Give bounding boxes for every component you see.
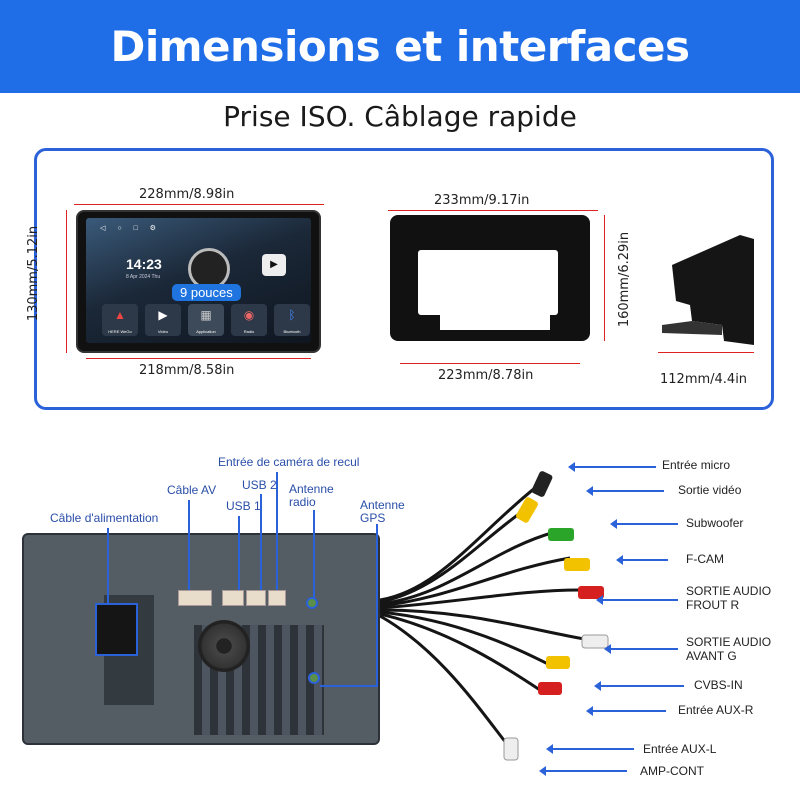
gps-antenna-jack bbox=[308, 672, 320, 684]
dim-line bbox=[658, 352, 754, 353]
usb2-label: USB 2 bbox=[242, 478, 277, 492]
cable-label: SORTIE AUDIO AVANT G bbox=[686, 635, 772, 663]
screen-size-badge: 9 pouces bbox=[172, 284, 241, 301]
arrow-icon bbox=[610, 519, 678, 529]
dim-line bbox=[388, 210, 598, 211]
arrow-icon bbox=[604, 644, 678, 654]
screen-date: 8 Apr 2024 Thu bbox=[126, 274, 161, 280]
camera-connector bbox=[268, 590, 286, 606]
cable-harness bbox=[380, 471, 609, 761]
dim-line bbox=[604, 215, 605, 341]
cable-label: Sortie vidéo bbox=[678, 483, 742, 497]
usb1-label: USB 1 bbox=[226, 499, 261, 513]
arrow-icon bbox=[596, 595, 678, 605]
dim-line bbox=[66, 210, 67, 353]
av-connector bbox=[178, 590, 212, 606]
power-connector bbox=[95, 603, 138, 656]
dimensions-panel bbox=[34, 148, 774, 410]
cable-label: Entrée micro bbox=[662, 458, 731, 472]
callout-line bbox=[260, 494, 262, 590]
cable-label: F-CAM bbox=[686, 552, 724, 566]
unit-width-top: 228mm/8.98in bbox=[139, 187, 235, 202]
frame-width-bottom: 223mm/8.78in bbox=[438, 368, 534, 383]
frame-opening bbox=[418, 250, 558, 315]
bracket-depth: 112mm/4.4in bbox=[660, 372, 748, 387]
cable-label: Entrée AUX-L bbox=[643, 742, 717, 756]
app-tile: ▦Application bbox=[188, 304, 224, 336]
navigation-icon: ▲ bbox=[114, 308, 126, 322]
play-icon: ▶ bbox=[262, 254, 286, 276]
arrow-icon bbox=[539, 766, 627, 776]
radio-antenna-jack bbox=[306, 597, 318, 609]
power-cable-label: Câble d'alimentation bbox=[50, 511, 159, 525]
unit-screen: ◁ ○ □ ⚙ 14:23 8 Apr 2024 Thu ▶ 9 pouces … bbox=[86, 218, 311, 343]
dim-line bbox=[86, 358, 311, 359]
camera-input-label: Entrée de caméra de recul bbox=[218, 455, 360, 469]
frame-opening bbox=[440, 310, 550, 330]
app-tile: ◉Radio bbox=[231, 304, 267, 336]
header-banner: Dimensions et interfaces bbox=[0, 0, 800, 93]
cooling-fan bbox=[198, 620, 250, 672]
callout-line bbox=[320, 685, 378, 687]
frame-height: 160mm/6.29in bbox=[617, 231, 633, 328]
side-bracket bbox=[662, 235, 754, 345]
arrow-icon bbox=[616, 555, 668, 565]
arrow-icon bbox=[586, 486, 664, 496]
dim-line bbox=[400, 363, 580, 364]
arrow-icon bbox=[546, 744, 634, 754]
callout-line bbox=[376, 524, 378, 686]
cable-label: Subwoofer bbox=[686, 516, 744, 530]
callout-line bbox=[107, 528, 109, 603]
arrow-icon bbox=[586, 706, 666, 716]
head-unit-front: ◁ ○ □ ⚙ 14:23 8 Apr 2024 Thu ▶ 9 pouces … bbox=[76, 210, 321, 353]
apps-grid-icon: ▦ bbox=[200, 308, 212, 322]
callout-line bbox=[276, 472, 278, 590]
screen-clock: 14:23 bbox=[126, 256, 162, 272]
cable-label: SORTIE AUDIO FROUT R bbox=[686, 584, 772, 612]
cable-label: Entrée AUX-R bbox=[678, 703, 754, 717]
app-tile: ▶Video bbox=[145, 304, 181, 336]
page-title: Dimensions et interfaces bbox=[110, 22, 690, 71]
gps-antenna-label: Antenne GPS bbox=[360, 498, 405, 525]
video-icon: ▶ bbox=[158, 308, 168, 322]
radio-antenna-label: Antenne radio bbox=[289, 482, 334, 509]
callout-line bbox=[188, 500, 190, 590]
radio-icon: ◉ bbox=[243, 308, 255, 322]
av-cable-label: Câble AV bbox=[167, 483, 217, 497]
arrow-icon bbox=[568, 462, 656, 472]
page-subtitle: Prise ISO. Câblage rapide bbox=[223, 100, 577, 133]
usb2-connector bbox=[246, 590, 266, 606]
unit-width-bottom: 218mm/8.58in bbox=[139, 363, 235, 378]
callout-line bbox=[313, 510, 315, 598]
status-bar-icons: ◁ ○ □ ⚙ bbox=[100, 225, 161, 232]
callout-line bbox=[238, 516, 240, 590]
frame-width-top: 233mm/9.17in bbox=[434, 193, 530, 208]
head-unit-back bbox=[22, 533, 380, 745]
bluetooth-icon: ᛒ bbox=[288, 308, 296, 322]
usb1-connector bbox=[222, 590, 244, 606]
app-tile: ▲HERE WeGo bbox=[102, 304, 138, 336]
cable-label: CVBS-IN bbox=[694, 678, 743, 692]
cable-label: AMP-CONT bbox=[640, 764, 704, 778]
dim-line bbox=[74, 204, 324, 205]
mounting-frame bbox=[390, 215, 590, 341]
unit-height: 130mm/5.12in bbox=[26, 225, 42, 322]
arrow-icon bbox=[594, 681, 684, 691]
